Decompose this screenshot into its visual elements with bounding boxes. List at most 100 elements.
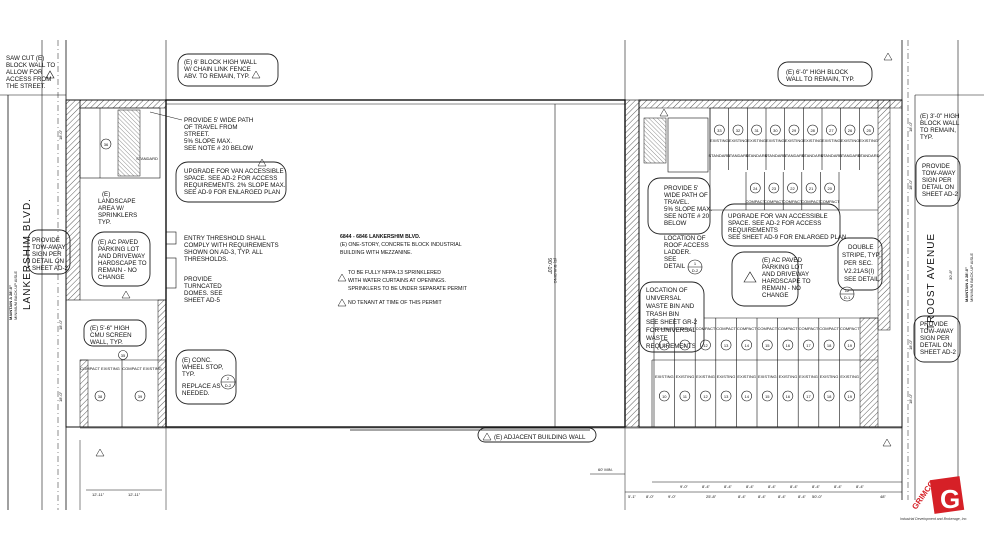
- note-line: WALL TO REMAIN, TYP.: [786, 76, 855, 83]
- existing-building: [165, 99, 640, 431]
- note-line: SPACE. SEE AD-2 FOR ACCESS: [184, 175, 277, 182]
- note-line: BELOW: [664, 220, 687, 227]
- note-block-wall-left: (E) 6' BLOCK HIGH WALL W/ CHAIN LINK FEN…: [177, 53, 279, 87]
- note-line: UNIVERSAL: [646, 295, 682, 302]
- stall-circle: [658, 390, 670, 402]
- note-line: V2.21AS(I): [844, 268, 874, 275]
- note-line: (E) AC PAVED: [762, 257, 803, 264]
- note-line: SEE SHEET GR-2: [646, 319, 698, 326]
- stall-circle: [732, 124, 744, 136]
- dim-text: 8'-4": [856, 484, 865, 489]
- note-line: AREA W/: [98, 205, 124, 212]
- stall-label: STANDARD: [802, 153, 824, 158]
- detail-number: 1: [694, 261, 697, 266]
- bottom-dims-right: 60' MIN. 5'-1" 8'-0" 9'-0" 25'-8" 8'-4" …: [590, 467, 902, 499]
- note-line: BLOCK WALL TO: [6, 62, 55, 69]
- note-line: DETAIL ON: [920, 342, 952, 349]
- stall-number: 28: [810, 128, 815, 133]
- note-line: PROVIDE: [184, 276, 212, 283]
- note-line: NEEDED.: [182, 390, 210, 397]
- stall-circle: [770, 124, 781, 136]
- stall-label: STANDARD: [820, 153, 842, 158]
- note-line: TRAVEL.: [664, 199, 690, 206]
- dim-text: 60' MIN.: [598, 467, 613, 472]
- stall-number: 21: [809, 186, 814, 191]
- note-line: PER SEC.: [844, 260, 873, 267]
- stall-label: EXISTING: [758, 374, 777, 379]
- stall-circle: [700, 339, 711, 351]
- note-line: CMU SCREEN: [90, 332, 132, 339]
- min-aisle-left: MAINTAIN A 28'-0": [8, 285, 13, 320]
- building-address: 6844 - 6846 LANKERSHIM BLVD.: [340, 234, 421, 240]
- note-line: SHEET AD-2: [32, 265, 69, 272]
- note-line: DOMES. SEE: [184, 290, 223, 297]
- note-line: SHEET AD-2: [922, 191, 959, 198]
- stall-circle: [788, 124, 800, 136]
- note-line: TYP.: [98, 219, 111, 226]
- stall-number: 36: [104, 142, 109, 147]
- stall-number: 19: [847, 343, 852, 348]
- note-line: ABV. TO REMAIN, TYP.: [184, 73, 250, 80]
- dim-text: 8'-4": [758, 494, 767, 499]
- stall-number: 16: [786, 394, 791, 399]
- stall-number: 18: [827, 394, 832, 399]
- note-tow-away-right-top: PROVIDE TOW-AWAY SIGN PER DETAIL ON SHEE…: [915, 155, 961, 207]
- note-line: SPACE. SEE AD-2 FOR ACCESS: [728, 220, 821, 227]
- stall-number: 10: [662, 343, 667, 348]
- note-line: PARKING LOT: [762, 264, 803, 271]
- note-adjacent-wall: (E) ADJACENT BUILDING WALL: [477, 427, 597, 443]
- right-stalls-mid: 24COMPACT23COMPACT22COMPACT21COMPACT20CO…: [745, 172, 840, 210]
- stall-label: EXISTING: [737, 374, 756, 379]
- stall-label: COMPACT: [840, 326, 860, 331]
- note-line: BLOCK WALL: [920, 120, 960, 127]
- note-line: AND DRIVEWAY: [762, 271, 809, 278]
- note-line: CHANGE: [98, 274, 124, 281]
- note-tow-away-right-bottom: PROVIDE TOW-AWAY SIGN PER DETAIL ON SHEE…: [913, 315, 961, 363]
- stall-number: 26: [848, 128, 853, 133]
- stall-circle: [761, 390, 773, 402]
- note-line: TOW-AWAY: [32, 244, 66, 251]
- note-line: REQUIREMENTS: [646, 343, 696, 350]
- note-line: SEE: [664, 256, 676, 263]
- note-line: AND DRIVEWAY: [98, 253, 145, 260]
- note-line: WHEEL STOP,: [182, 364, 223, 371]
- stall-circle: [782, 339, 794, 351]
- note-line: HARDSCAPE TO: [762, 278, 811, 285]
- note-line: LOCATION OF: [646, 287, 688, 294]
- stall-label: COMPACT EXISTING: [80, 366, 119, 371]
- stall-label: COMPACT: [764, 199, 784, 204]
- stall-circle: [749, 182, 761, 194]
- note-line: STREET.: [184, 131, 210, 138]
- note-upgrade-right: UPGRADE FOR VAN ACCESSIBLE SPACE. SEE AD…: [721, 203, 847, 247]
- note-line: TYP.: [920, 134, 933, 141]
- min-aisle-right-2: MINIMUM BACK-UP AISLE: [969, 253, 974, 302]
- note-ac-paved-right: (E) AC PAVED PARKING LOT AND DRIVEWAY HA…: [731, 251, 811, 307]
- stall-circle: [741, 390, 753, 402]
- note-line: SEE NOTE # 20 BELOW: [184, 145, 253, 152]
- dim-text: 8'-4": [746, 484, 755, 489]
- stall-circle: [720, 390, 732, 402]
- tenant-note: NO TENANT AT TIME OF THIS PERMIT: [348, 300, 443, 306]
- dim-text: 8'-4": [834, 484, 843, 489]
- note-line: SHEET AD-5: [184, 297, 221, 304]
- stall-label: EXISTING: [655, 374, 674, 379]
- note-line: REMAIN - NO: [98, 267, 137, 274]
- note-roof-ladder: LOCATION OF ROOF ACCESS LADDER. SEE DETA…: [664, 235, 709, 275]
- dim-text: 8'-4": [702, 484, 711, 489]
- stall-label: COMPACT: [757, 326, 777, 331]
- dim-text: 9'-0": [680, 484, 689, 489]
- note-line: SEE AD-9 FOR ENLARGED PLAN: [184, 189, 280, 196]
- note-line: LANDSCAPE: [98, 198, 135, 205]
- building-dimension: 90'-10": [546, 258, 552, 274]
- detail-number: 12: [845, 288, 850, 293]
- stall-label: COMPACT: [716, 326, 736, 331]
- note-line: SIGN PER: [922, 177, 952, 184]
- stall-number: 20: [827, 186, 832, 191]
- note-line: (E) CONC.: [182, 357, 212, 364]
- note-line: PROVIDE: [32, 237, 60, 244]
- note-line: REQUIREMENTS. 2% SLOPE MAX.: [184, 182, 286, 189]
- note-line: TOW-AWAY: [920, 328, 954, 335]
- stall-label: EXISTING: [803, 138, 822, 143]
- stall-circle: [807, 124, 818, 136]
- note-line: PROVIDE: [922, 163, 950, 170]
